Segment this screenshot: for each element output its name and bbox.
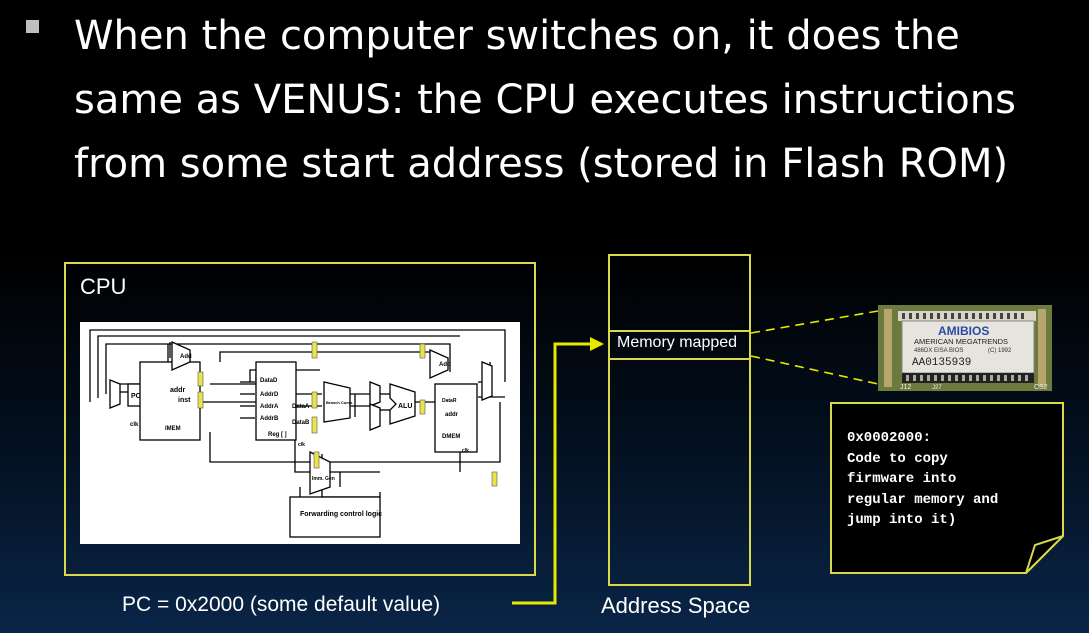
label-datab: DataB xyxy=(292,420,310,426)
address-space-box xyxy=(608,254,751,586)
address-space-label: Address Space xyxy=(601,593,751,618)
adder-1 xyxy=(171,340,191,372)
label-addr: addr xyxy=(170,387,185,394)
label-inst: inst xyxy=(178,397,191,404)
dashed-line-top xyxy=(750,310,879,334)
label-dataa: DataA xyxy=(292,404,310,410)
bios-chip-image: AMIBIOS AMERICAN MEGATRENDS 486DX EISA B… xyxy=(878,305,1052,391)
cpu-label: CPU xyxy=(80,274,127,299)
label-reg: Reg [ ] xyxy=(268,432,287,438)
mux-b xyxy=(369,403,381,431)
chip-label xyxy=(901,320,1035,374)
pc-to-memory-arrow xyxy=(512,342,602,605)
label-add2: Add xyxy=(439,362,451,368)
label-clk2: clk xyxy=(298,442,305,448)
label-datad: DataD xyxy=(260,378,278,384)
label-addra: AddrA xyxy=(260,404,279,410)
dmem-block xyxy=(434,383,478,453)
schematic-wires xyxy=(89,329,506,512)
adder-2 xyxy=(429,348,449,380)
alu-block xyxy=(389,383,416,425)
bullet-square xyxy=(26,20,39,33)
label-imem: IMEM xyxy=(165,426,181,432)
cpu-datapath-schematic: PC clk addr inst IMEM Add Add DataD Addr… xyxy=(80,322,520,544)
chip-brand: AMIBIOS xyxy=(938,324,989,338)
note-fold xyxy=(1025,535,1064,574)
label-imm: Imm. Gen xyxy=(312,476,335,482)
wb-mux xyxy=(481,361,493,401)
label-dmem-data: DataR xyxy=(442,398,457,404)
label-pc: PC xyxy=(131,393,141,400)
note-box xyxy=(830,402,1064,574)
pipeline-registers xyxy=(197,341,498,487)
pc-mux xyxy=(109,379,121,409)
label-addrb: AddrB xyxy=(260,416,279,422)
chip-line3: (C) 1992 xyxy=(988,348,1012,354)
chip-serial: AA0135939 xyxy=(912,357,971,369)
label-alu: ALU xyxy=(398,403,412,410)
chip-pin-j12: J12 xyxy=(900,384,911,391)
branch-comp xyxy=(323,381,351,423)
mux-a xyxy=(369,381,381,407)
pc-arrow-head xyxy=(590,337,604,351)
label-clk1: clk xyxy=(130,422,139,428)
chip-pin-j27: J27 xyxy=(932,385,942,391)
schematic-components xyxy=(109,340,493,538)
memory-mapped-label: Memory mapped xyxy=(617,334,738,351)
label-branch: Branch Comp. xyxy=(326,400,353,405)
dashed-line-bottom xyxy=(750,355,879,385)
label-addrd: AddrD xyxy=(260,392,279,398)
label-add1: Add xyxy=(180,354,192,360)
chip-pin-cs2: CS2 xyxy=(1034,384,1048,391)
label-clk3: clk xyxy=(462,448,469,454)
memory-mapped-region xyxy=(608,330,751,360)
slide-headline: When the computer switches on, it does t… xyxy=(74,13,1016,187)
label-dmem: DMEM xyxy=(442,434,460,440)
note-text: 0x0002000: Code to copy firmware into re… xyxy=(847,430,999,528)
register-file xyxy=(255,361,297,441)
forwarding-box xyxy=(289,496,381,538)
chip-line2: 486DX EISA BIOS xyxy=(914,348,963,354)
imem-block xyxy=(139,361,201,441)
label-dmem-addr: addr xyxy=(445,412,459,418)
cpu-box xyxy=(64,262,536,576)
label-forwarding: Forwarding control logic xyxy=(300,511,382,518)
chip-line1: AMERICAN MEGATRENDS xyxy=(914,337,1008,346)
pc-default-label: PC = 0x2000 (some default value) xyxy=(122,593,441,616)
